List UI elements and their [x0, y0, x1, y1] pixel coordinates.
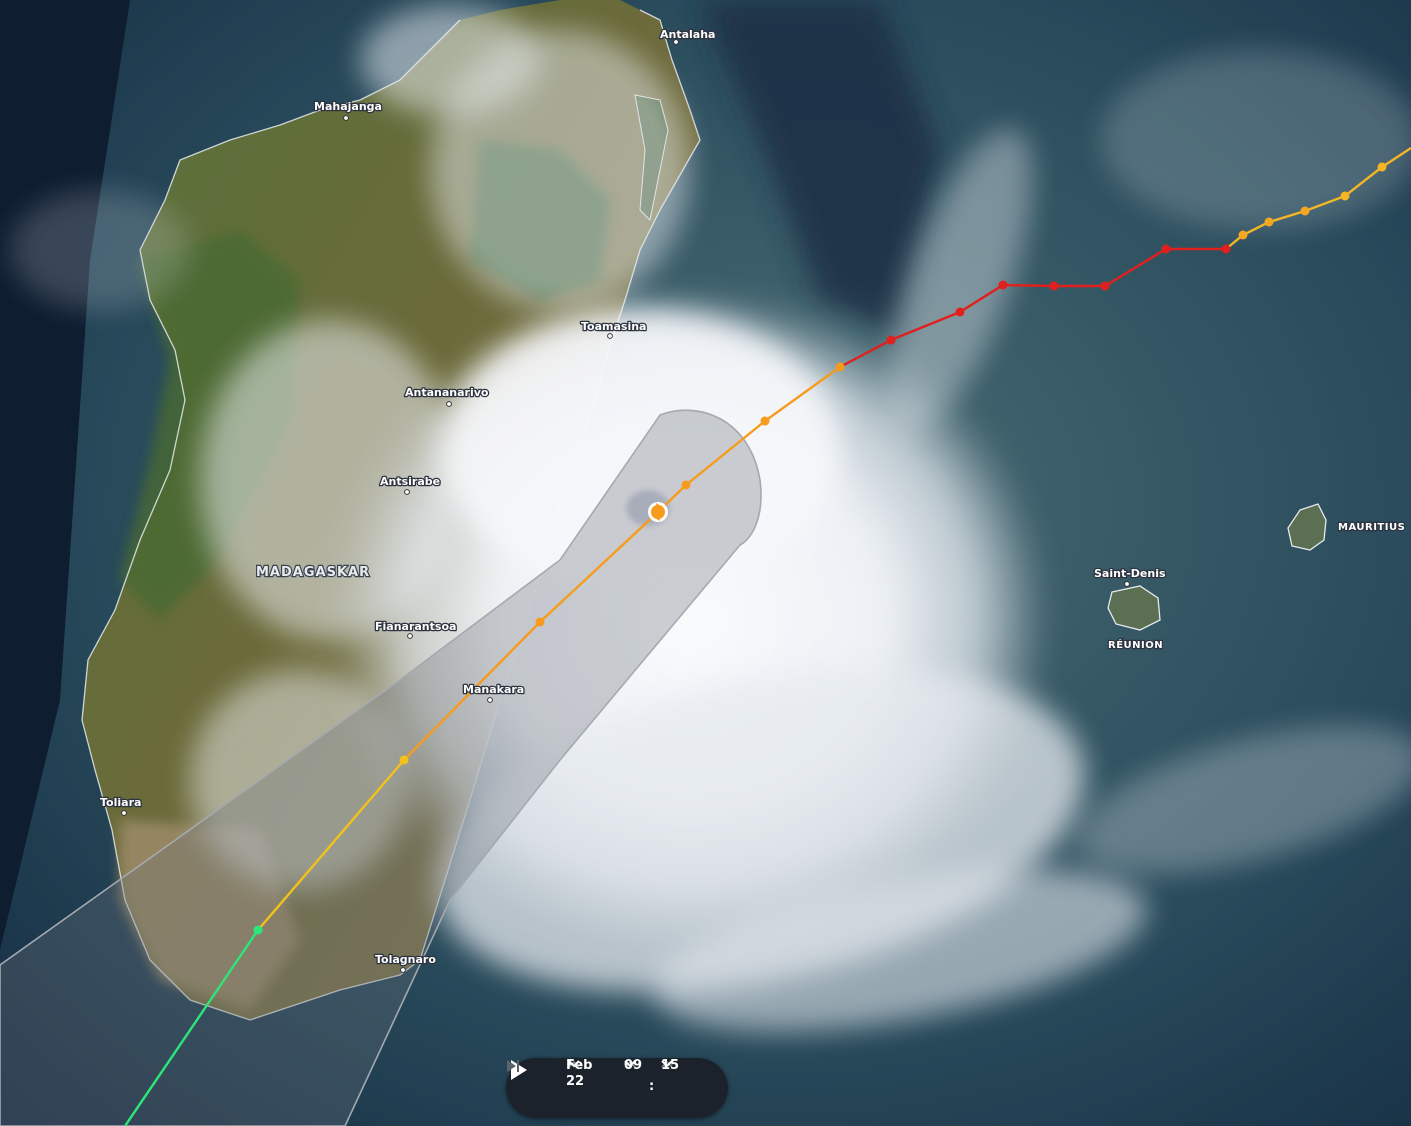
island-label-mauritius: MAURITIUS: [1338, 522, 1405, 533]
track-green: [124, 929, 259, 1126]
city-dot: [673, 39, 679, 45]
date-field: Feb 22: [566, 1058, 610, 1118]
country-label: MADAGASKAR: [256, 565, 370, 580]
dark-channel: [700, 0, 940, 330]
track-point[interactable]: [1264, 217, 1274, 227]
hour-field: 09: [622, 1058, 644, 1118]
track-point[interactable]: [1340, 191, 1350, 201]
city-dot: [400, 967, 406, 973]
city-dot: [343, 115, 349, 121]
timeline-control: Feb 22 09 : 15: [506, 1058, 728, 1118]
track-yellow: [257, 759, 405, 931]
track-point[interactable]: [1161, 244, 1171, 254]
city-label-manakara: Manakara: [463, 683, 524, 696]
city-label-tolagnaro: Tolagnaro: [375, 953, 436, 966]
city-dot: [446, 401, 452, 407]
minute-up-chevron-icon[interactable]: [659, 1058, 675, 1070]
track-orange-forecast: [403, 366, 841, 761]
track-point[interactable]: [886, 335, 896, 345]
track-point[interactable]: [955, 307, 965, 317]
city-dot: [121, 810, 127, 816]
cloud-bands: [10, 5, 1411, 890]
track-point[interactable]: [1049, 281, 1059, 291]
track-points: [253, 162, 1387, 935]
city-dot: [1124, 581, 1130, 587]
track-point[interactable]: [253, 925, 263, 935]
track-point[interactable]: [760, 416, 770, 426]
city-dot: [607, 333, 613, 339]
track-red: [839, 247, 1226, 369]
city-label-antalaha: Antalaha: [660, 28, 715, 41]
city-dot: [407, 633, 413, 639]
track-point[interactable]: [1300, 206, 1310, 216]
track-point[interactable]: [998, 280, 1008, 290]
date-down-chevron-icon[interactable]: [566, 1058, 582, 1070]
city-label-toamasina: Toamasina: [581, 320, 646, 333]
cyclone-cloud: [330, 290, 1147, 1032]
track-point[interactable]: [535, 617, 545, 627]
hour-up-chevron-icon[interactable]: [622, 1058, 638, 1070]
minute-field: 15: [659, 1058, 681, 1118]
minute-down-chevron-icon[interactable]: [659, 1058, 675, 1070]
track-point[interactable]: [835, 362, 845, 372]
track-point[interactable]: [1377, 162, 1387, 172]
date-value[interactable]: Feb 22: [566, 1058, 593, 1089]
city-label-antsirabe: Antsirabe: [380, 475, 440, 488]
track-point[interactable]: [1100, 281, 1110, 291]
city-dot: [487, 697, 493, 703]
track-point[interactable]: [681, 480, 691, 490]
city-label-saint-denis: Saint-Denis: [1094, 567, 1166, 580]
hour-down-chevron-icon[interactable]: [622, 1058, 638, 1070]
city-label-mahajanga: Mahajanga: [314, 100, 382, 113]
mauritius-island: [1287, 503, 1327, 551]
city-label-toliara: Toliara: [100, 796, 141, 809]
city-markers: [121, 39, 1130, 973]
date-up-chevron-icon[interactable]: [566, 1058, 582, 1070]
reunion-island: [1107, 585, 1161, 631]
forecast-cone: [0, 409, 762, 1126]
city-dot: [404, 489, 410, 495]
track-point[interactable]: [1221, 244, 1231, 254]
skip-to-end-icon[interactable]: [506, 1058, 520, 1074]
track-point[interactable]: [1238, 230, 1248, 240]
storm-center-icon[interactable]: [648, 502, 668, 522]
time-separator: :: [649, 1079, 655, 1094]
city-label-antananarivo: Antananarivo: [405, 386, 489, 399]
island-label-reunion: RÉUNION: [1108, 638, 1163, 651]
city-label-fianarantsoa: Fianarantsoa: [375, 620, 456, 633]
track-point[interactable]: [399, 755, 409, 765]
